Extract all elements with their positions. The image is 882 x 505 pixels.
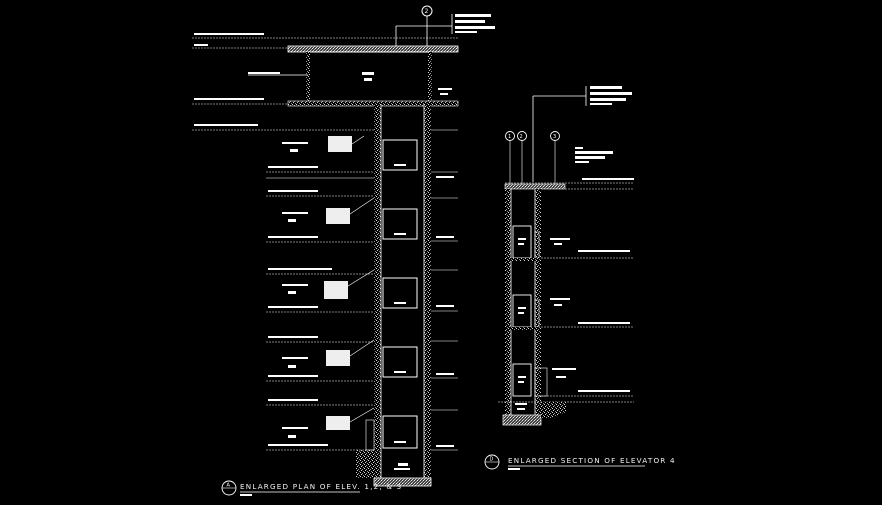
machine-room (248, 51, 452, 104)
section-shaft-left (505, 189, 511, 417)
section-floor-3 (498, 363, 634, 403)
svg-text:2: 2 (520, 134, 523, 140)
title-block-a: A ENLARGED PLAN OF ELEV. 1,2, & 3 (221, 480, 402, 496)
title-block-d: D ENLARGED SECTION OF ELEVATOR 4 (484, 454, 676, 470)
elevator-cab (382, 208, 418, 240)
door-note (326, 416, 350, 430)
section-shaft-right (535, 189, 541, 417)
floor-level-4 (266, 336, 458, 382)
shaft-wall-right (424, 104, 431, 482)
door-note (326, 350, 350, 366)
shaft-wall-left (374, 104, 381, 482)
roof-slab (287, 45, 459, 53)
section-floor-2 (505, 294, 634, 330)
door-note (324, 281, 348, 299)
section-pit-fill (541, 402, 566, 418)
elevator-cab (382, 415, 418, 449)
svg-text:1: 1 (508, 134, 511, 140)
elevator-cab (382, 277, 418, 309)
section-floor-1 (505, 225, 634, 261)
pit-slab (373, 477, 432, 487)
note-block-right (532, 86, 632, 182)
elevator-cab (382, 346, 418, 378)
section-cab (512, 225, 532, 259)
door-note (326, 208, 350, 224)
elevator-section-drawing: 1 2 3 (484, 86, 676, 470)
pit-fill (356, 450, 374, 478)
section-cab (512, 363, 532, 397)
svg-text:3: 3 (553, 134, 556, 140)
floor-level-3 (266, 268, 458, 313)
machine-floor-slab (287, 100, 459, 107)
note-block-top (395, 14, 495, 46)
elevator-cab (382, 139, 418, 171)
door-note (328, 136, 352, 152)
svg-text:D: D (490, 457, 494, 463)
svg-text:2: 2 (425, 8, 429, 15)
section-roof-slab (504, 183, 566, 190)
section-pit (502, 414, 542, 426)
grid-bubble-top: 2 (421, 5, 433, 46)
floor-level-5 (266, 399, 458, 451)
floor-level-1 (266, 135, 458, 179)
grid-bubbles-right: 1 2 3 (505, 131, 560, 186)
elevator-plan-drawing: 2 (192, 5, 495, 496)
drawing-title-a: ENLARGED PLAN OF ELEV. 1,2, & 3 (240, 482, 402, 491)
drawing-title-d: ENLARGED SECTION OF ELEVATOR 4 (508, 456, 676, 465)
section-cab (512, 294, 532, 328)
floor-level-2 (266, 190, 458, 243)
svg-text:A: A (227, 483, 231, 489)
